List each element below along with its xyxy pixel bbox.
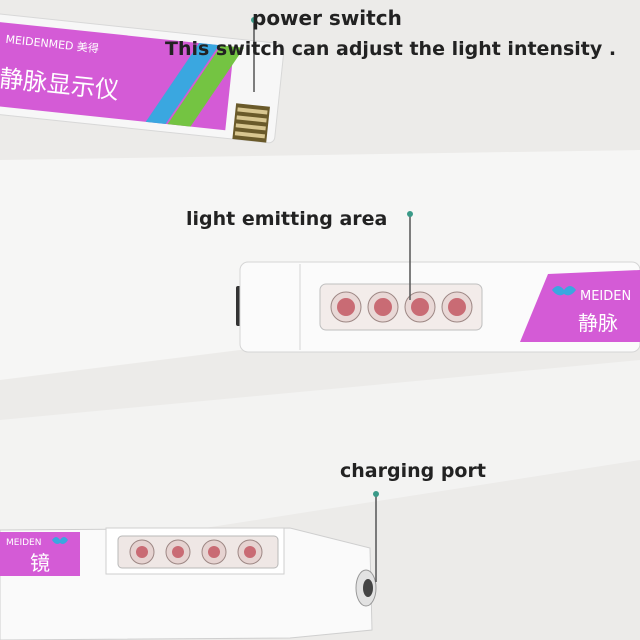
led-array — [330, 291, 473, 323]
device-bottom-brand: MEIDEN — [6, 538, 41, 548]
butterfly-logo-bottom-icon — [52, 537, 68, 544]
device-bottom — [0, 527, 377, 640]
light-emitting-window — [319, 283, 483, 331]
device-middle-product-name: 静脉 — [578, 311, 618, 335]
device-bottom-led-window — [117, 535, 279, 569]
light-area-pin — [407, 211, 413, 217]
device-middle-brand: MEIDEN — [580, 289, 631, 304]
device-top-blue-stripe — [145, 43, 220, 124]
power-switch-label: power switch — [252, 6, 402, 30]
power-switch-pin — [251, 17, 257, 23]
device-top — [0, 12, 285, 144]
light-emitting-area-label: light emitting area — [186, 208, 388, 230]
light-band-bottom — [0, 360, 640, 560]
device-middle-label — [520, 270, 640, 342]
intensity-note: This switch can adjust the light intensi… — [165, 38, 617, 60]
device-bottom-product-name: 镜 — [30, 551, 50, 575]
device-middle — [236, 261, 640, 353]
charging-port-socket[interactable] — [363, 579, 373, 597]
charging-port-label: charging port — [340, 460, 486, 482]
device-top-green-stripe — [167, 45, 244, 127]
butterfly-logo-icon — [552, 286, 576, 296]
charging-port-pin — [373, 491, 379, 497]
